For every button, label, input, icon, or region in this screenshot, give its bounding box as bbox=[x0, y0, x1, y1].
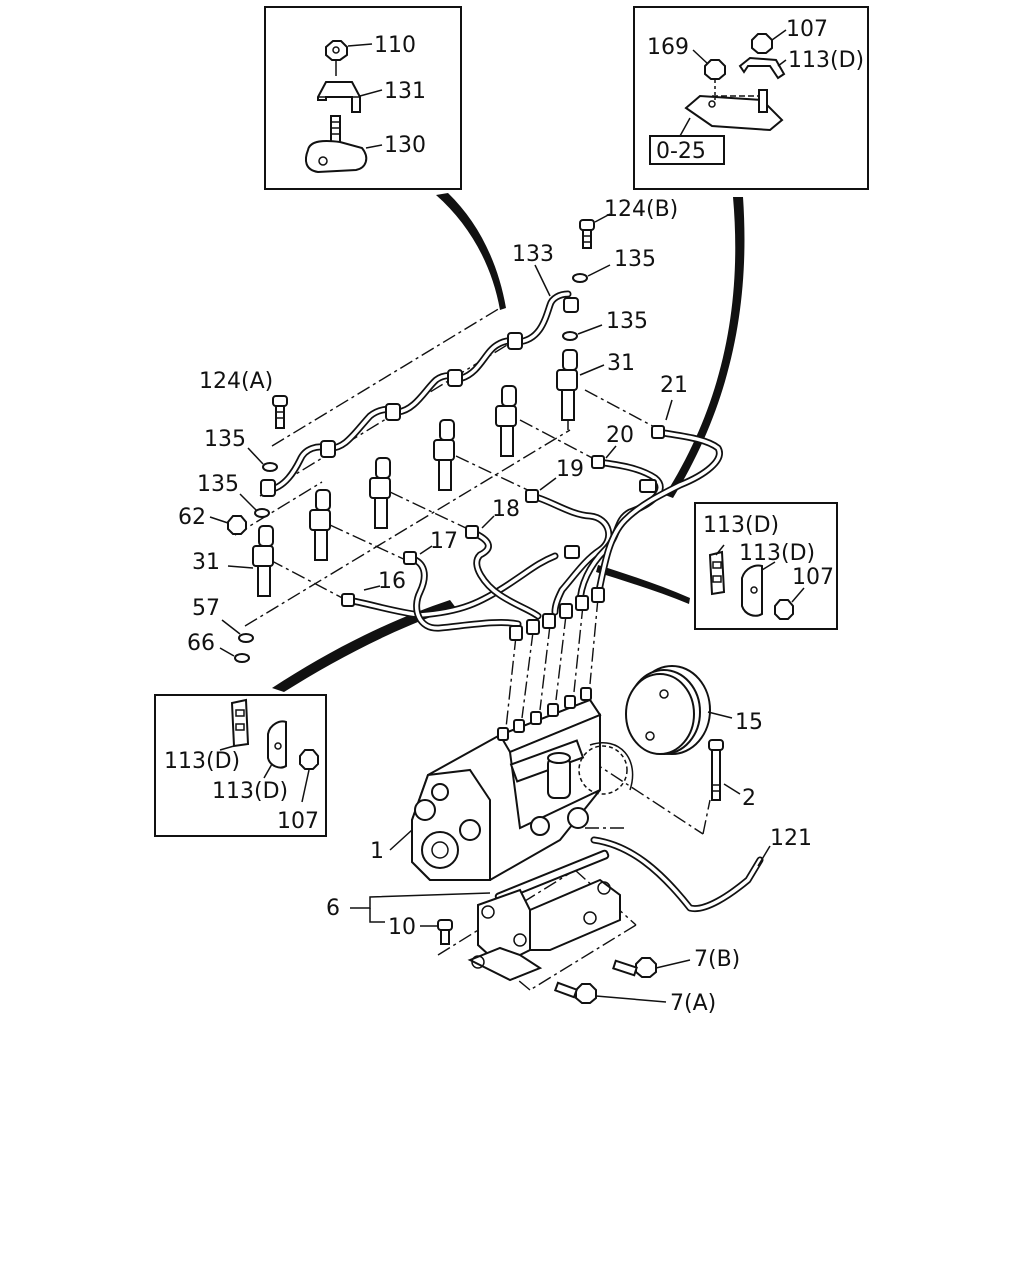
banjo-bolt-124a-icon bbox=[272, 395, 288, 429]
injector-31-icon bbox=[227, 525, 274, 597]
washer-66-icon bbox=[234, 653, 250, 663]
detail-pointer-swoosh-right bbox=[596, 565, 690, 604]
part-label-20: 20 bbox=[606, 423, 634, 448]
timer-coupling-15-icon bbox=[625, 665, 733, 755]
part-label-135: 135 bbox=[606, 309, 648, 334]
detail-pointer-swoosh-upper-left bbox=[436, 193, 506, 310]
leak-off-pipe-133 bbox=[260, 264, 579, 497]
part-label-130: 130 bbox=[384, 133, 426, 158]
bracket-leader-6-lower bbox=[369, 908, 385, 923]
nut-107-icon bbox=[299, 749, 319, 770]
washer-135-icon bbox=[572, 273, 588, 283]
injector-icon bbox=[309, 489, 331, 561]
injection-pump-1-icon bbox=[389, 687, 634, 881]
detail-box-pipe-clamp-left: 113(D) 113(D) 107 bbox=[154, 694, 327, 837]
nut-110-icon bbox=[325, 40, 348, 61]
part-label-113d: 113(D) bbox=[212, 779, 288, 804]
injector-icon bbox=[433, 419, 455, 491]
part-label-107: 107 bbox=[277, 809, 319, 834]
part-label-131: 131 bbox=[384, 79, 426, 104]
part-label-10: 10 bbox=[388, 915, 416, 940]
nut-62-icon bbox=[227, 515, 247, 535]
part-label-135: 135 bbox=[614, 247, 656, 272]
injector-icon bbox=[495, 385, 517, 457]
part-label-31: 31 bbox=[607, 351, 635, 376]
clamp-113d-icon bbox=[738, 56, 786, 80]
clamp-113d-icon bbox=[230, 698, 250, 748]
part-label-15: 15 bbox=[735, 710, 763, 735]
clamp-cover-113d-icon bbox=[741, 564, 763, 617]
nut-169-icon bbox=[704, 59, 726, 80]
part-label-1: 1 bbox=[370, 839, 384, 864]
injector-31-icon bbox=[556, 349, 605, 430]
pipe-121-icon bbox=[590, 836, 771, 913]
part-label-121: 121 bbox=[770, 826, 812, 851]
part-label-16: 16 bbox=[378, 569, 406, 594]
bolt-10-icon bbox=[420, 919, 453, 945]
clamp-113d-icon bbox=[708, 550, 726, 596]
part-label-113d: 113(D) bbox=[164, 749, 240, 774]
part-label-135: 135 bbox=[204, 427, 246, 452]
bolt-7b-icon bbox=[612, 957, 691, 978]
part-label-169: 169 bbox=[647, 35, 689, 60]
washer-135-icon bbox=[562, 331, 578, 341]
injector-icon bbox=[369, 457, 391, 529]
part-label-18: 18 bbox=[492, 497, 520, 522]
part-label-7a: 7(A) bbox=[670, 991, 716, 1016]
washer-135-icon bbox=[262, 462, 278, 472]
injection-pipes bbox=[341, 399, 723, 641]
bracket-leader-6 bbox=[350, 892, 491, 909]
part-label-113d: 113(D) bbox=[703, 513, 779, 538]
detail-box-bracket-plate: 107 169 113(D) 0-25 bbox=[633, 6, 869, 190]
reference-label-0-25: 0-25 bbox=[656, 139, 706, 164]
banjo-bolt-124b-icon bbox=[579, 213, 611, 249]
bolt-2-icon bbox=[708, 739, 741, 801]
detail-pointer-swoosh-upper-right bbox=[665, 197, 745, 498]
bolt-7a-icon bbox=[553, 981, 667, 1004]
part-label-17: 17 bbox=[430, 529, 458, 554]
part-label-124b: 124(B) bbox=[604, 197, 678, 222]
alignment-lines bbox=[234, 304, 711, 991]
nut-107-icon bbox=[751, 33, 773, 54]
part-label-107: 107 bbox=[786, 17, 828, 42]
part-label-107: 107 bbox=[792, 565, 834, 590]
nut-107-icon bbox=[774, 599, 794, 620]
stud-bolt-icon bbox=[330, 115, 341, 145]
detail-pointer-swoosh-lower-left bbox=[272, 600, 456, 692]
washer-57-icon bbox=[238, 633, 254, 643]
part-label-110: 110 bbox=[374, 33, 416, 58]
part-label-124a: 124(A) bbox=[199, 369, 273, 394]
part-label-66: 66 bbox=[187, 631, 215, 656]
detail-box-pipe-clamp-right: 113(D) 113(D) 107 bbox=[694, 502, 838, 630]
part-label-135: 135 bbox=[197, 472, 239, 497]
part-label-31: 31 bbox=[192, 550, 220, 575]
pump-bracket-6-icon bbox=[467, 849, 621, 982]
clamp-cover-113d-icon bbox=[267, 720, 287, 769]
part-label-2: 2 bbox=[742, 786, 756, 811]
part-label-7b: 7(B) bbox=[694, 947, 740, 972]
part-label-62: 62 bbox=[178, 505, 206, 530]
part-label-57: 57 bbox=[192, 596, 220, 621]
part-label-113d: 113(D) bbox=[739, 541, 815, 566]
detail-box-clamp-bracket: 110 131 130 bbox=[264, 6, 462, 190]
part-label-133: 133 bbox=[512, 242, 554, 267]
washer-135-icon bbox=[254, 508, 270, 518]
part-label-6: 6 bbox=[326, 896, 340, 921]
part-label-113d: 113(D) bbox=[788, 48, 864, 73]
part-label-19: 19 bbox=[556, 457, 584, 482]
part-label-21: 21 bbox=[660, 373, 688, 398]
